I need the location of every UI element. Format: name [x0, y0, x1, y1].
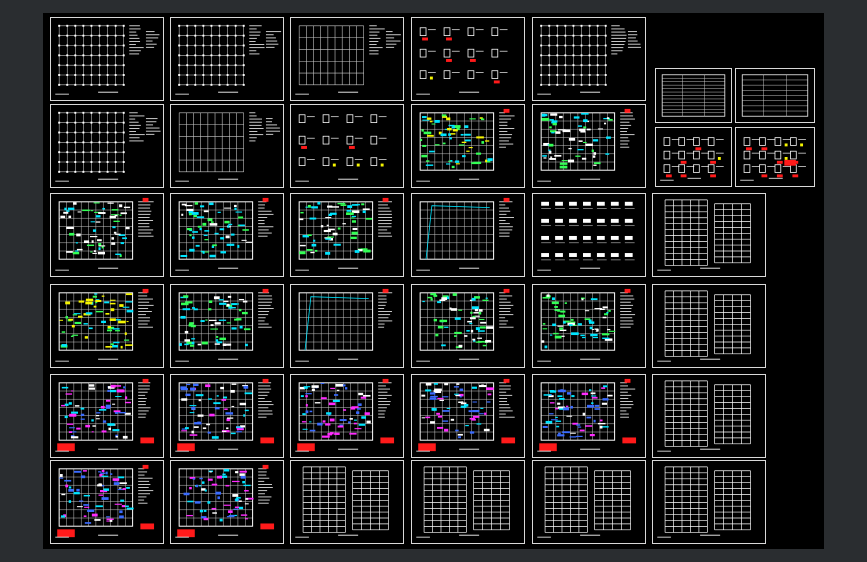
drawing-sheet-r1-c5[interactable]: [532, 17, 646, 101]
drawing-sheet-r5-c1[interactable]: [50, 374, 164, 458]
sheet-drawing-details-list: [537, 201, 635, 271]
sheet-drawing-column-grid: [537, 24, 642, 95]
sheet-drawing-details: [295, 114, 387, 182]
sheet-drawing-plan-cyan: [295, 197, 393, 271]
sheet-drawing-elevation: [657, 466, 751, 538]
drawing-sheet-r5-c5[interactable]: [532, 374, 646, 458]
sheet-drawing-plan-magenta: [416, 378, 516, 452]
drawing-sheet-r4-c5[interactable]: [532, 284, 646, 368]
sheet-drawing-plan-yellow: [55, 288, 154, 362]
sheet-drawing-plan-cyan: [55, 197, 154, 271]
drawing-canvas[interactable]: [43, 13, 824, 549]
drawing-sheet-r6-c5[interactable]: [532, 460, 646, 544]
drawing-sheet-r1-c2[interactable]: [170, 17, 284, 101]
sheet-drawing-plan-cyan: [416, 288, 514, 362]
sheet-drawing-column-grid: [55, 111, 161, 182]
sheet-drawing-elevation: [416, 466, 510, 538]
sheet-drawing-plan-cyan: [537, 108, 635, 182]
sheet-drawing-elevation: [657, 290, 751, 362]
sheet-drawing-plan-outline: [295, 288, 393, 362]
sheet-drawing-elevation: [657, 380, 751, 452]
drawing-sheet-r3-c5[interactable]: [532, 193, 646, 277]
drawing-sheet-r5-c4[interactable]: [411, 374, 525, 458]
sheet-drawing-column-grid: [175, 24, 282, 95]
drawing-sheet-r4-c2[interactable]: [170, 284, 284, 368]
sheet-drawing-elevation: [537, 466, 631, 538]
drawing-sheet-r3-c2[interactable]: [170, 193, 284, 277]
sheet-drawing-notes-table: [741, 74, 809, 117]
sheet-drawing-plan-magenta: [55, 464, 155, 538]
drawing-sheet-r1-c3[interactable]: [290, 17, 404, 101]
drawing-sheet-r6-c2[interactable]: [170, 460, 284, 544]
sheet-drawing-plan-cyan: [175, 197, 274, 271]
drawing-sheet-r4-c4[interactable]: [411, 284, 525, 368]
side-sheet-3[interactable]: [655, 127, 732, 187]
sheet-drawing-plan-magenta: [537, 378, 637, 452]
sheet-drawing-column-grid-sparse: [295, 25, 401, 95]
sheet-drawing-details-small: [660, 137, 724, 181]
sheet-drawing-column-grid-sparse: [175, 112, 281, 182]
drawing-sheet-r2-c4[interactable]: [411, 104, 525, 188]
drawing-sheet-r4-c3[interactable]: [290, 284, 404, 368]
drawing-sheet-r5-c2[interactable]: [170, 374, 284, 458]
drawing-sheet-r6-c3[interactable]: [290, 460, 404, 544]
sheet-drawing-column-grid: [55, 24, 160, 95]
drawing-sheet-r3-c6[interactable]: [652, 193, 766, 277]
drawing-sheet-r2-c5[interactable]: [532, 104, 646, 188]
sheet-drawing-plan-cyan: [175, 288, 274, 362]
drawing-sheet-r3-c3[interactable]: [290, 193, 404, 277]
drawing-sheet-r6-c6[interactable]: [652, 460, 766, 544]
drawing-sheet-r5-c6[interactable]: [652, 374, 766, 458]
sheet-drawing-plan-outline: [416, 197, 515, 271]
sheet-drawing-plan-cyan: [537, 288, 636, 362]
drawing-sheet-r5-c3[interactable]: [290, 374, 404, 458]
drawing-sheet-r2-c2[interactable]: [170, 104, 284, 188]
sheet-drawing-plan-magenta: [175, 378, 275, 452]
drawing-sheet-r2-c3[interactable]: [290, 104, 404, 188]
side-sheet-2[interactable]: [735, 68, 815, 123]
sheet-drawing-details-small-red: [740, 137, 806, 181]
sheet-drawing-plan-magenta: [175, 464, 275, 538]
drawing-sheet-r4-c1[interactable]: [50, 284, 164, 368]
drawing-sheet-r1-c4[interactable]: [411, 17, 525, 101]
sheet-drawing-elevation: [657, 199, 751, 271]
side-sheet-4[interactable]: [735, 127, 815, 187]
sheet-drawing-plan-magenta: [295, 378, 395, 452]
side-sheet-1[interactable]: [655, 68, 732, 123]
sheet-drawing-schedule-table: [661, 74, 726, 117]
sheet-drawing-details: [416, 27, 508, 95]
drawing-sheet-r6-c4[interactable]: [411, 460, 525, 544]
sheet-drawing-plan-yellow: [416, 108, 515, 182]
drawing-sheet-r3-c1[interactable]: [50, 193, 164, 277]
sheet-drawing-elevation: [295, 466, 389, 538]
drawing-sheet-r1-c1[interactable]: [50, 17, 164, 101]
drawing-sheet-r3-c4[interactable]: [411, 193, 525, 277]
drawing-sheet-r4-c6[interactable]: [652, 284, 766, 368]
sheet-drawing-plan-magenta: [55, 378, 155, 452]
drawing-sheet-r6-c1[interactable]: [50, 460, 164, 544]
drawing-sheet-r2-c1[interactable]: [50, 104, 164, 188]
